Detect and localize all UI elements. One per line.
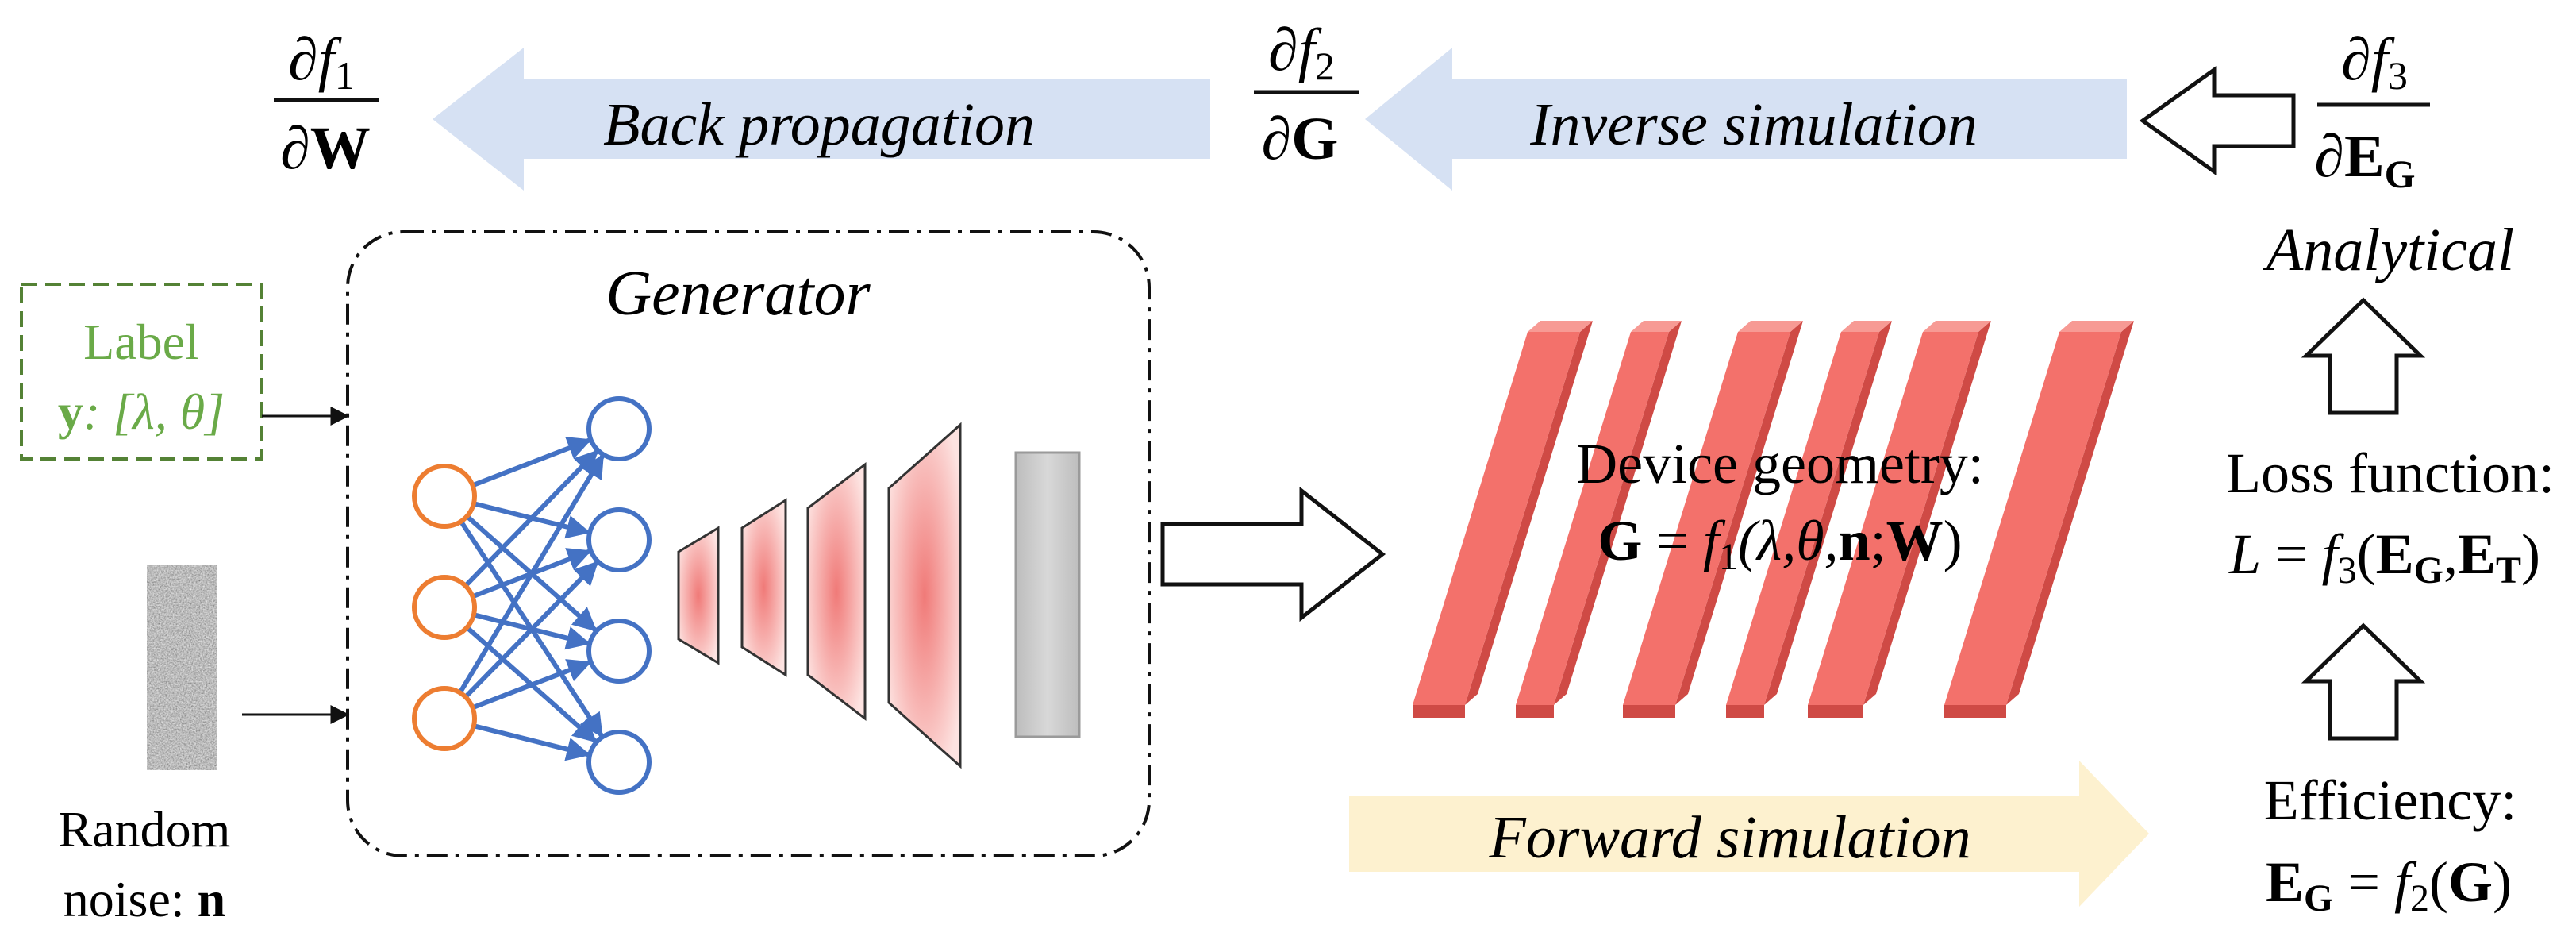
device-bar-bottom-4: [1808, 705, 1863, 718]
device-bar-0: [1413, 332, 1580, 705]
device-geometry-equation: G = f1(λ,θ,n;W): [1598, 509, 1962, 578]
df1-denominator: ∂W: [280, 115, 371, 182]
device-bar-bottom-2: [1623, 705, 1675, 718]
network-edge-0: [471, 437, 592, 488]
network-edge-11: [473, 723, 591, 761]
forward-simulation-arrow: [1349, 761, 2149, 907]
device-bar-side-2: [1675, 321, 1803, 705]
device-bar-2: [1623, 332, 1790, 705]
network-edge-10: [471, 659, 592, 711]
derivative-f2-g: ∂f2 ∂G: [1254, 17, 1359, 172]
derivative-f3-eg: ∂f3 ∂EG: [2314, 26, 2430, 196]
decoder-layer-1: [677, 526, 720, 665]
hidden-node-3: [586, 730, 652, 795]
decoder-layer-2: [740, 498, 787, 677]
network-edge-4: [463, 449, 599, 588]
efficiency-label: Efficiency:: [2264, 769, 2517, 832]
device-bar-bottom-0: [1413, 705, 1465, 718]
decoder-layer-3: [806, 461, 867, 722]
input-node-0: [412, 464, 477, 529]
hidden-node-1: [586, 507, 652, 572]
random-noise-image: [147, 565, 217, 770]
device-bars: [1413, 321, 2134, 718]
device-bar-top-0: [1528, 321, 1593, 332]
df2-denominator: ∂G: [1262, 106, 1339, 172]
device-geometry-label: Device geometry:: [1576, 432, 1984, 495]
device-bar-top-3: [1841, 321, 1892, 332]
device-bar-side-1: [1554, 321, 1682, 705]
network-edge-8: [458, 453, 605, 695]
up-arrow-to-loss: [2301, 622, 2426, 741]
device-bar-top-5: [2059, 321, 2134, 332]
input-node-2: [412, 686, 477, 751]
device-bar-side-4: [1863, 321, 1991, 705]
noise-label-line2: noise: n: [63, 871, 225, 927]
network-edge-9: [463, 561, 599, 699]
device-bar-bottom-3: [1726, 705, 1764, 718]
hidden-node-2: [586, 619, 652, 684]
up-arrow-to-analytical: [2301, 297, 2426, 415]
device-bar-side-5: [2006, 321, 2134, 705]
decoder-layer-4: [887, 422, 962, 769]
df3-numerator: ∂f3: [2341, 26, 2408, 98]
device-bar-side-0: [1465, 321, 1593, 705]
hidden-node-0: [586, 396, 652, 461]
network-edges: [458, 437, 605, 761]
back-propagation-label: Back propagation: [603, 91, 1035, 158]
analytical-label: Analytical: [2263, 217, 2514, 283]
df3-denominator: ∂EG: [2314, 123, 2415, 196]
loss-function-label: Loss function:: [2226, 441, 2555, 505]
device-bar-1: [1516, 332, 1669, 705]
noise-label-line1: Random: [59, 801, 231, 857]
generator-to-device-arrow: [1160, 486, 1386, 622]
derivative-f1-w: ∂f1 ∂W: [274, 26, 379, 182]
label-vector: y: [λ, θ]: [58, 383, 225, 440]
loss-function-equation: L = f3(EG,ET): [2228, 522, 2540, 592]
device-bar-top-1: [1631, 321, 1682, 332]
device-bar-4: [1808, 332, 1978, 705]
label-title: Label: [83, 314, 199, 370]
df2-numerator: ∂f2: [1268, 17, 1335, 88]
df1-numerator: ∂f1: [288, 26, 355, 98]
forward-simulation-label: Forward simulation: [1488, 804, 1970, 871]
device-bar-5: [1944, 332, 2121, 705]
device-bar-top-2: [1738, 321, 1803, 332]
input-node-1: [412, 575, 477, 640]
device-bar-top-4: [1923, 321, 1991, 332]
generator-output-layer: [1014, 451, 1081, 738]
inverse-simulation-label: Inverse simulation: [1529, 91, 1978, 158]
device-bar-side-3: [1764, 321, 1892, 705]
generator-title: Generator: [606, 259, 871, 329]
efficiency-equation: EG = f2(G): [2266, 850, 2512, 919]
hollow-arrow-left: [2139, 66, 2296, 175]
device-bar-bottom-1: [1516, 705, 1554, 718]
network-nodes: [412, 396, 652, 795]
back-propagation-arrow: [433, 48, 1210, 191]
inverse-simulation-arrow: [1365, 48, 2127, 191]
label-box: [20, 283, 263, 461]
device-bar-3: [1726, 332, 1879, 705]
device-bar-bottom-5: [1944, 705, 2006, 718]
